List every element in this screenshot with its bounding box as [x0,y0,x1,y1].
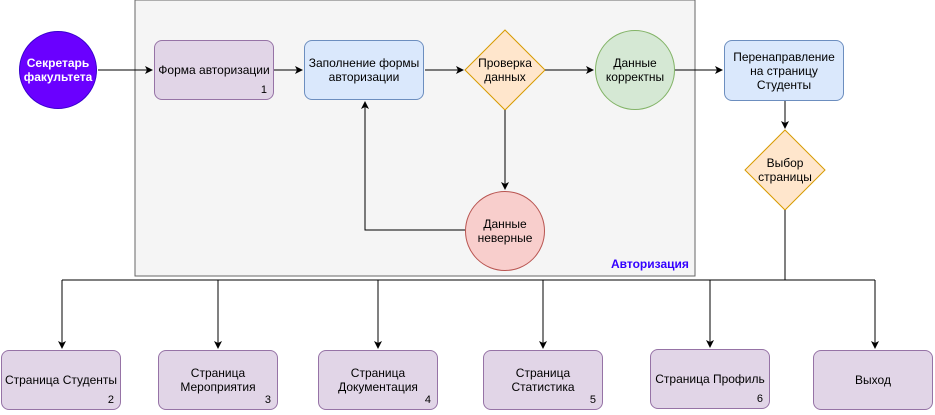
page-students-label: Страница Студенты [4,373,118,387]
page-students-node[interactable]: Страница Студенты 2 [1,350,121,410]
fill-form-node[interactable]: Заполнение формы авторизации [304,40,424,100]
redirect-label: Перенаправление на страницу Студенты [733,49,835,92]
auth-form-label: Форма авторизации [158,63,270,77]
secretary-node[interactable]: Секретарь факультета [19,31,97,109]
page-events-node[interactable]: Страница Мероприятия 3 [158,350,278,410]
data-wrong-label: Данные неверные [477,217,533,245]
page-docs-node[interactable]: Страница Документация 4 [318,350,438,410]
page-events-number: 3 [264,394,271,406]
page-profile-node[interactable]: Страница Профиль 6 [650,349,770,409]
page-events-label: Страница Мероприятия [180,366,256,394]
choose-page-label: Выбор страницы [758,156,812,184]
page-stats-number: 5 [589,394,596,406]
page-stats-label: Страница Статистика [511,366,575,394]
exit-node[interactable]: Выход [813,350,933,410]
page-profile-label: Страница Профиль [655,372,765,386]
data-wrong-node[interactable]: Данные неверные [465,191,545,271]
page-students-number: 2 [107,394,114,406]
edges [58,66,879,349]
check-data-label: Проверка данных [478,56,532,84]
page-docs-number: 4 [424,394,431,406]
authorization-group-label: Авторизация [611,257,689,271]
secretary-label: Секретарь факультета [23,56,93,84]
page-stats-node[interactable]: Страница Статистика 5 [483,350,603,410]
auth-form-number: 1 [260,84,267,96]
page-docs-label: Страница Документация [338,366,418,394]
auth-form-node[interactable]: Форма авторизации 1 [154,40,274,100]
redirect-node[interactable]: Перенаправление на страницу Студенты [724,40,844,101]
edge-wrong-to-fill [361,101,465,231]
data-correct-label: Данные корректны [605,56,665,84]
exit-label: Выход [855,373,891,387]
fill-form-label: Заполнение формы авторизации [308,56,420,84]
data-correct-node[interactable]: Данные корректны [595,30,675,110]
page-profile-number: 6 [756,393,763,405]
